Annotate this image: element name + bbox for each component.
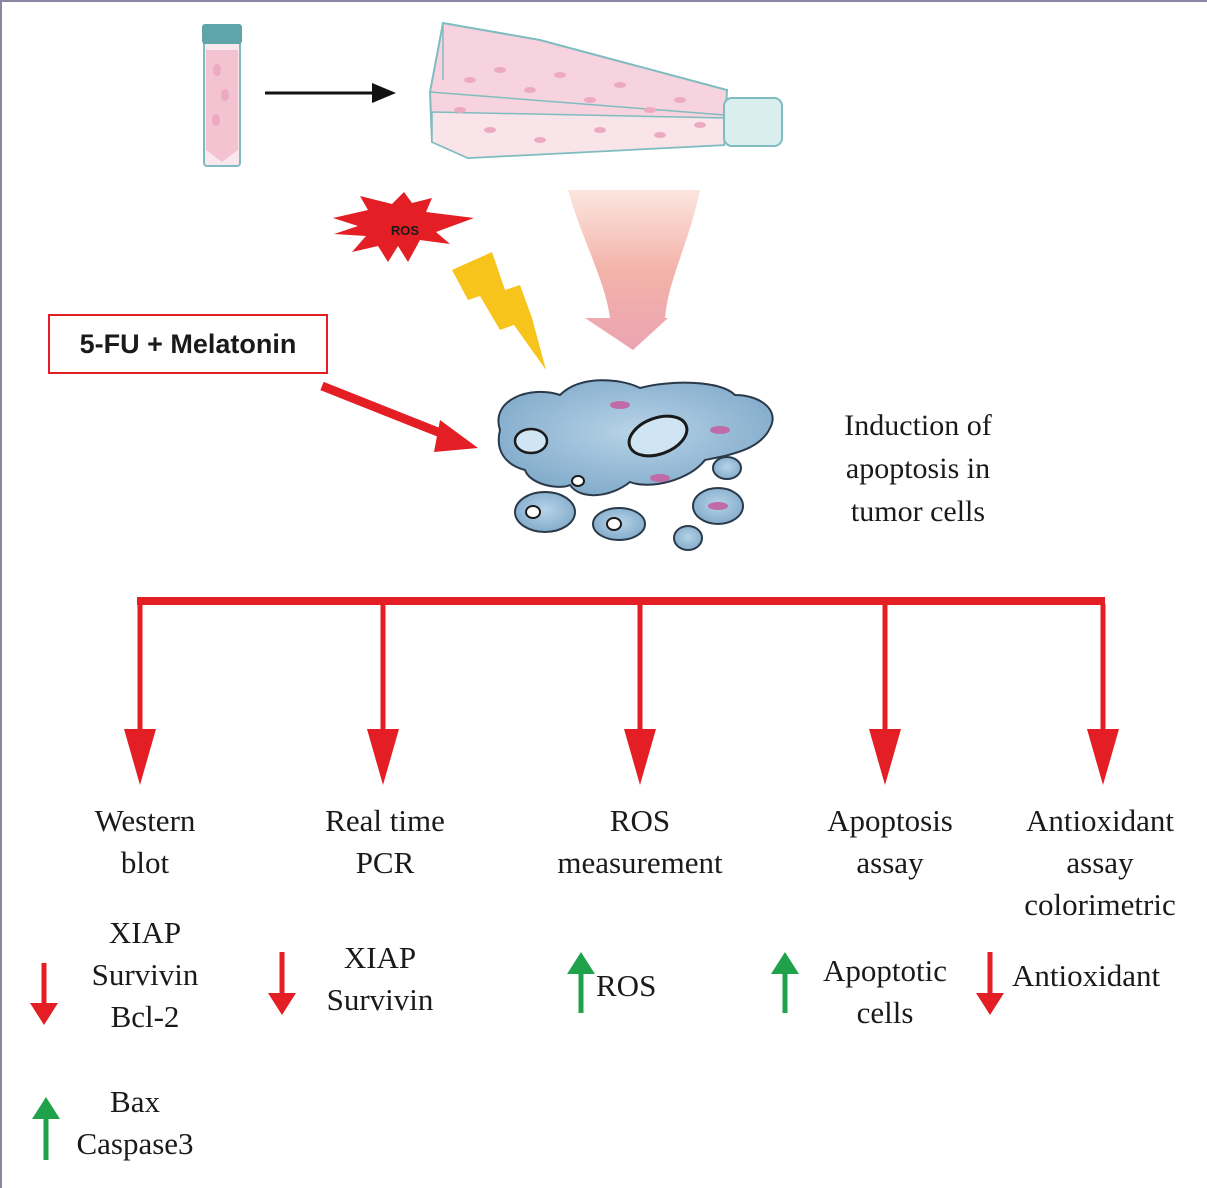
marker-label: Bax	[110, 1084, 160, 1119]
distribution-bar	[137, 597, 1105, 605]
outcome-line-3: tumor cells	[850, 495, 986, 528]
ros-starburst-icon: ROS	[333, 192, 474, 262]
pcr-down-markers: XIAP Survivin	[300, 937, 460, 1021]
funnel-arrow-icon	[568, 190, 700, 350]
down-arrow-icon	[268, 952, 296, 1015]
assay-title-real-time-pcr: Real time PCR	[280, 800, 490, 884]
ros-starburst-label: ROS	[391, 223, 420, 238]
apoptosis-up-markers: Apoptotic cells	[805, 950, 965, 1034]
antioxidant-down-markers: Antioxidant	[1012, 955, 1187, 997]
assay-title-line: assay	[856, 845, 924, 880]
culture-flask-icon	[428, 21, 783, 160]
branch-arrows	[124, 604, 1119, 785]
assay-title-ros-measurement: ROS measurement	[530, 800, 750, 884]
culture-tube-icon	[202, 24, 242, 167]
transfer-arrow-icon	[265, 83, 396, 103]
assay-title-line: PCR	[355, 845, 415, 880]
branch-arrow-icon	[124, 604, 156, 785]
tumor-cell-icon	[497, 379, 774, 551]
treatment-box: 5-FU + Melatonin	[48, 314, 328, 374]
assay-title-line: Apoptosis	[827, 803, 953, 838]
outcome-line-1: Induction of	[844, 409, 992, 442]
lightning-bolt-icon	[452, 252, 546, 370]
result-arrows	[30, 952, 1004, 1160]
up-arrow-icon	[771, 952, 799, 1013]
assay-title-line: Antioxidant	[1025, 803, 1175, 838]
down-arrow-icon	[976, 952, 1004, 1015]
assay-title-line: ROS	[609, 803, 671, 838]
marker-label: Survivin	[326, 982, 434, 1017]
outcome-label: Induction of apoptosis in tumor cells	[818, 404, 1018, 533]
down-arrow-icon	[30, 963, 58, 1025]
branch-arrow-icon	[1087, 604, 1119, 785]
marker-label: cells	[856, 995, 914, 1030]
treatment-label: 5-FU + Melatonin	[79, 328, 297, 359]
assay-title-line: assay	[1066, 845, 1134, 880]
marker-label: XIAP	[343, 940, 417, 975]
marker-label: Survivin	[91, 957, 199, 992]
branch-arrow-icon	[367, 604, 399, 785]
up-arrow-icon	[567, 952, 595, 1013]
assay-title-line: Real time	[325, 803, 445, 838]
assay-title-line: colorimetric	[1024, 887, 1176, 922]
marker-label: Antioxidant	[1012, 958, 1161, 993]
ros-up-markers: ROS	[596, 965, 686, 1007]
marker-label: Bcl-2	[110, 999, 180, 1034]
marker-label: ROS	[596, 968, 657, 1003]
marker-label: XIAP	[108, 915, 182, 950]
branch-arrow-icon	[624, 604, 656, 785]
outcome-line-2: apoptosis in	[845, 452, 991, 485]
branch-arrow-icon	[869, 604, 901, 785]
assay-title-line: measurement	[557, 845, 723, 880]
western-up-markers: Bax Caspase3	[55, 1081, 215, 1165]
assay-title-western-blot: Western blot	[40, 800, 250, 884]
assay-title-antioxidant-assay: Antioxidant assay colorimetric	[1000, 800, 1200, 926]
marker-label: Apoptotic	[823, 953, 947, 988]
assay-title-apoptosis-assay: Apoptosis assay	[785, 800, 995, 884]
western-down-markers: XIAP Survivin Bcl-2	[60, 912, 230, 1038]
up-arrow-icon	[32, 1097, 60, 1160]
assay-title-line: Western	[94, 803, 196, 838]
marker-label: Caspase3	[76, 1126, 194, 1161]
treatment-arrow-icon	[320, 381, 478, 452]
assay-title-line: blot	[120, 845, 170, 880]
